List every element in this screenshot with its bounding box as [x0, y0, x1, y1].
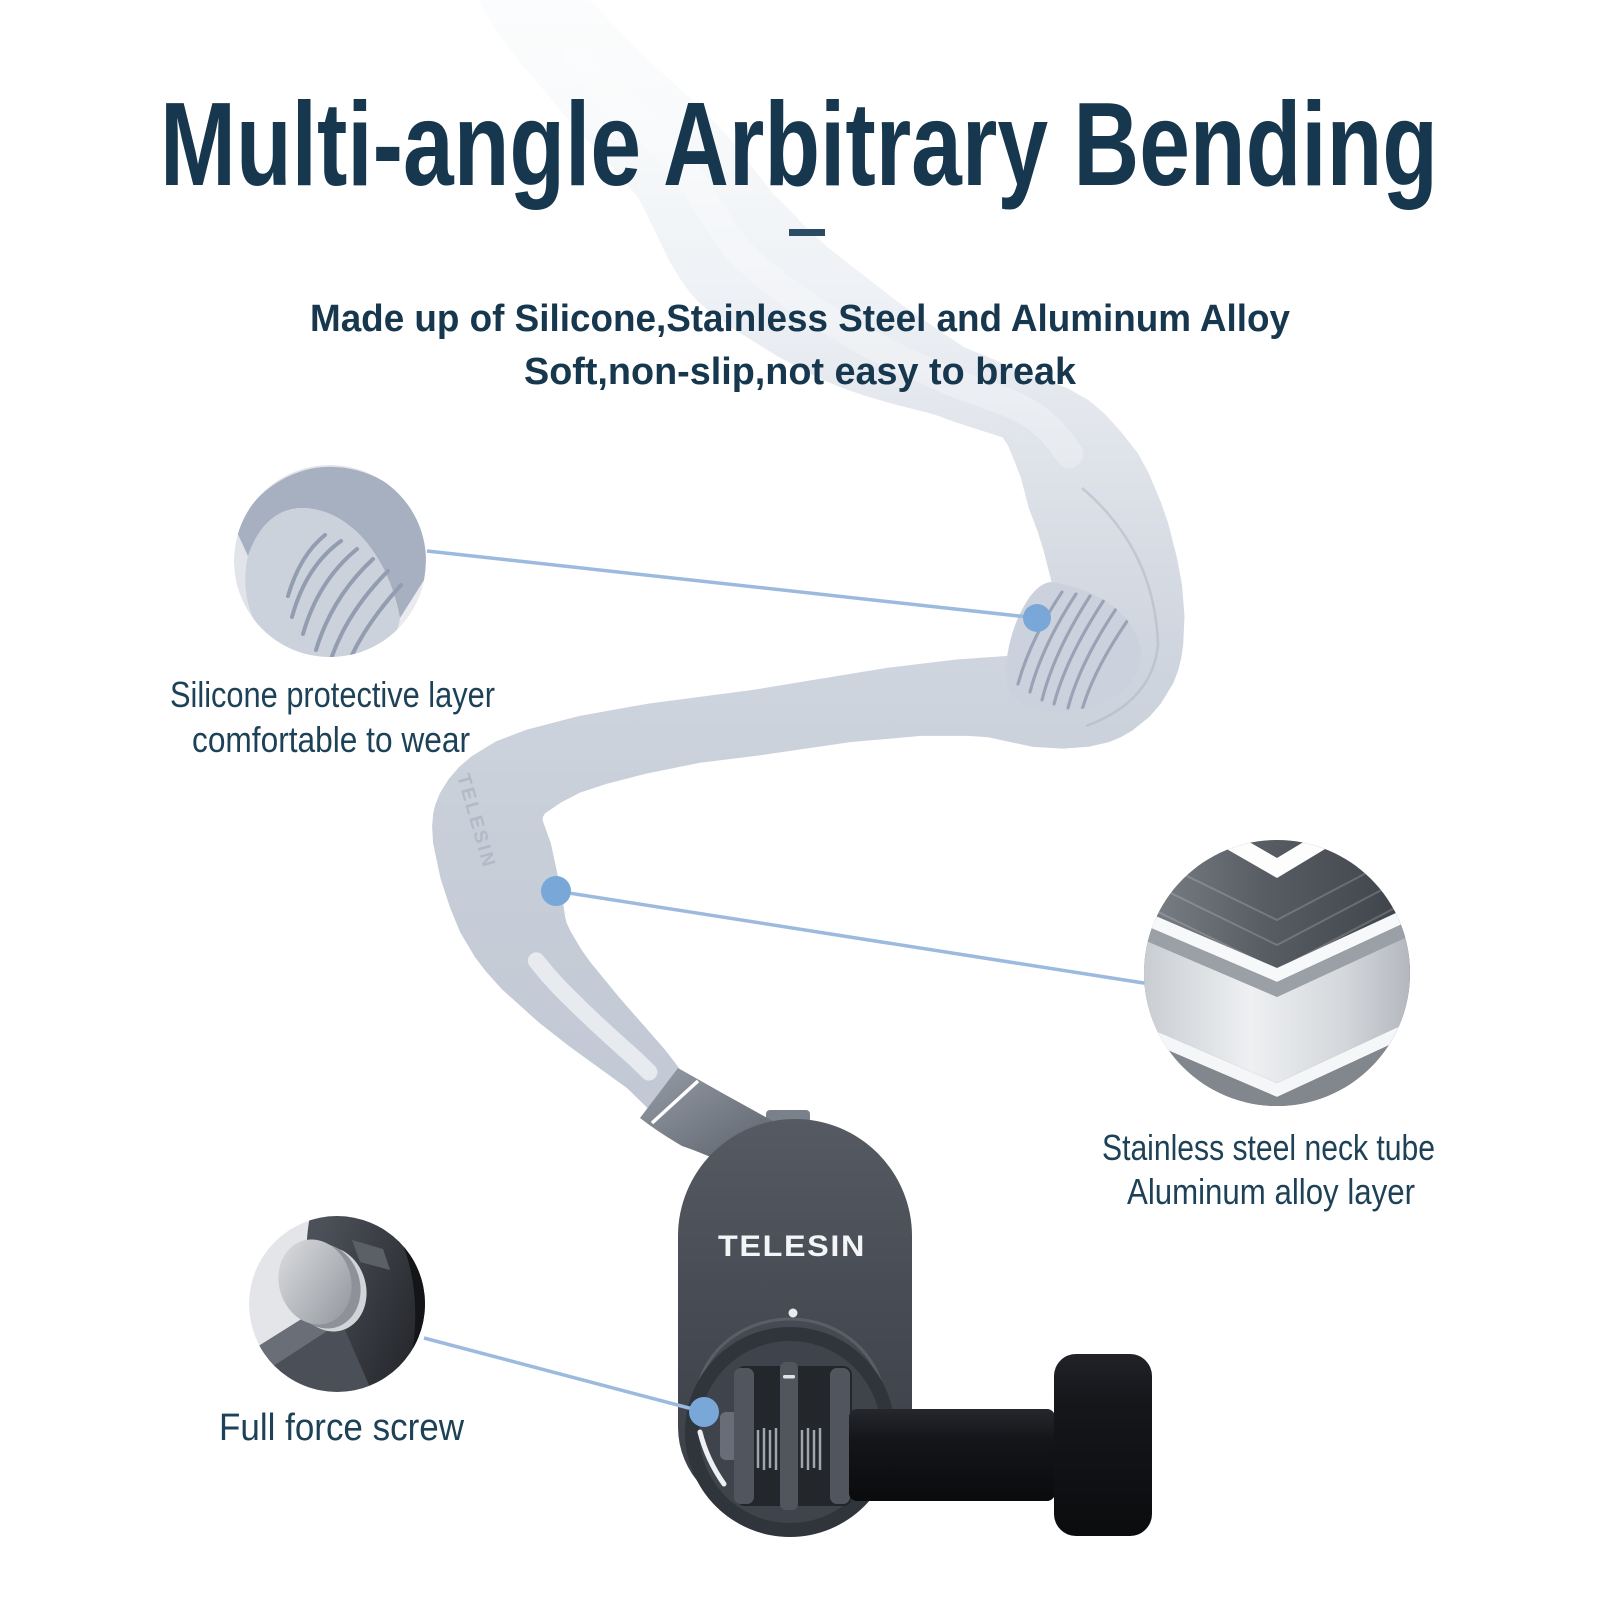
- svg-text:TELESIN: TELESIN: [718, 1230, 866, 1263]
- svg-text:comfortable to wear: comfortable to wear: [192, 719, 470, 760]
- svg-text:Soft,non-slip,not easy to brea: Soft,non-slip,not easy to break: [524, 351, 1077, 393]
- svg-text:Aluminum alloy layer: Aluminum alloy layer: [1127, 1171, 1415, 1212]
- svg-text:Stainless steel neck tube: Stainless steel neck tube: [1102, 1127, 1435, 1168]
- svg-text:Made up of Silicone,Stainless: Made up of Silicone,Stainless Steel and …: [310, 298, 1290, 340]
- svg-text:Multi-angle Arbitrary Bending: Multi-angle Arbitrary Bending: [160, 78, 1438, 211]
- svg-text:Full force screw: Full force screw: [219, 1407, 465, 1449]
- svg-text:Silicone protective layer: Silicone protective layer: [170, 674, 495, 715]
